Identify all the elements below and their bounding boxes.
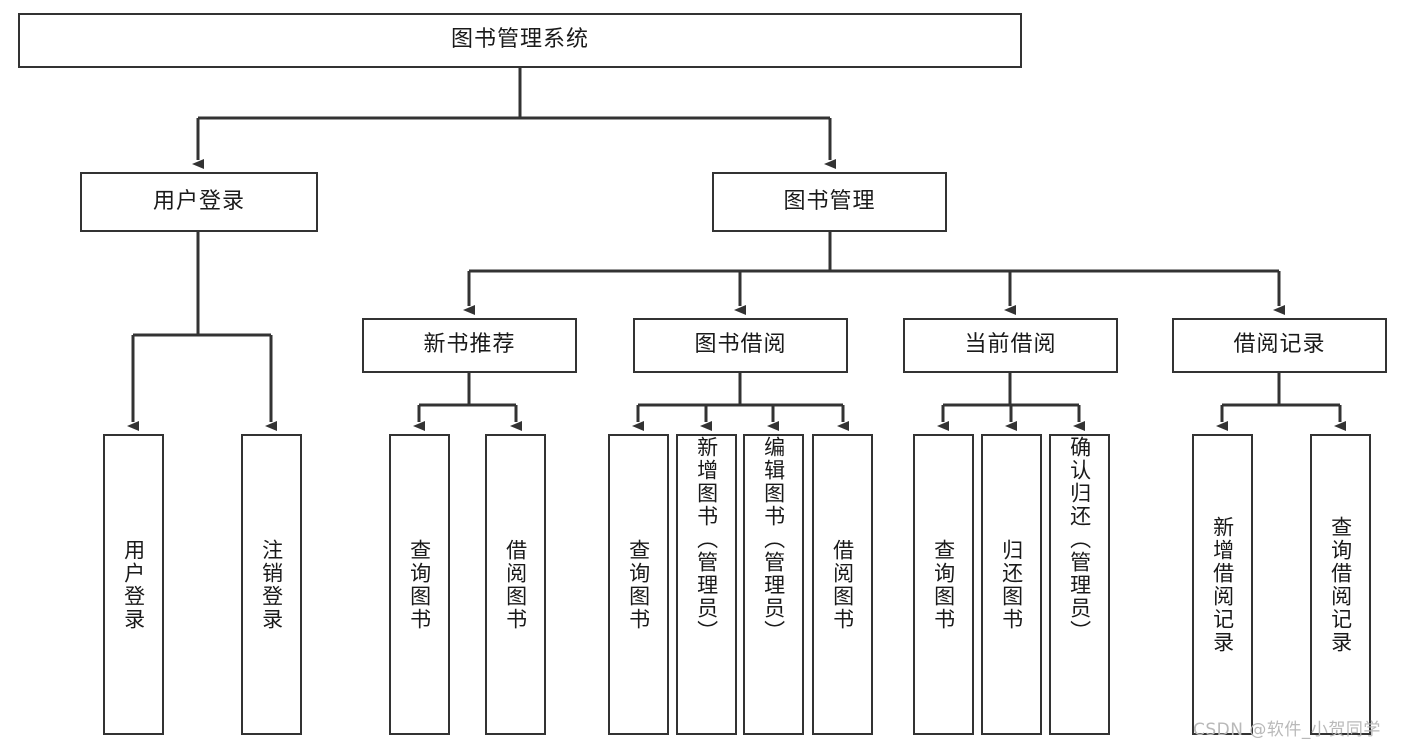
node-leaf-add-borrow-record-label: 新增借阅记录 [1210,515,1235,654]
node-current-borrow[interactable]: 当前借阅 [903,318,1118,373]
node-leaf-edit-book-admin-label: 编辑图书（管理员） [761,436,786,643]
node-leaf-add-borrow-record[interactable]: 新增借阅记录 [1192,434,1253,735]
node-leaf-user-login-label: 用户登录 [121,538,146,631]
node-leaf-query-book-current-label: 查询图书 [931,538,956,631]
node-leaf-user-login[interactable]: 用户登录 [103,434,164,735]
node-leaf-query-book-current[interactable]: 查询图书 [913,434,974,735]
node-book-borrow-label: 图书借阅 [694,332,787,358]
node-leaf-borrow-book[interactable]: 借阅图书 [812,434,873,735]
node-user-login[interactable]: 用户登录 [80,172,318,232]
node-user-login-label: 用户登录 [152,188,245,214]
node-leaf-query-borrow-record[interactable]: 查询借阅记录 [1310,434,1371,735]
node-root[interactable]: 图书管理系统 [18,13,1022,68]
node-leaf-logout[interactable]: 注销登录 [241,434,302,735]
node-new-book-recommend-label: 新书推荐 [423,332,516,358]
node-leaf-borrow-book-recommend-label: 借阅图书 [503,538,528,631]
node-leaf-add-book-admin[interactable]: 新增图书（管理员） [676,434,737,735]
node-leaf-return-book[interactable]: 归还图书 [981,434,1042,735]
node-leaf-borrow-book-recommend[interactable]: 借阅图书 [485,434,546,735]
node-book-management-label: 图书管理 [783,188,876,214]
node-leaf-query-borrow-record-label: 查询借阅记录 [1328,515,1353,654]
node-leaf-logout-label: 注销登录 [259,538,284,631]
csdn-watermark: CSDN @软件_小贺同学 [1193,720,1381,740]
node-leaf-confirm-return-admin[interactable]: 确认归还（管理员） [1049,434,1110,735]
node-leaf-query-book-recommend[interactable]: 查询图书 [389,434,450,735]
node-leaf-return-book-label: 归还图书 [999,538,1024,631]
node-leaf-query-book-borrow-label: 查询图书 [626,538,651,631]
node-borrow-record-label: 借阅记录 [1233,332,1326,358]
node-book-borrow[interactable]: 图书借阅 [633,318,848,373]
node-leaf-query-book-borrow[interactable]: 查询图书 [608,434,669,735]
node-leaf-borrow-book-label: 借阅图书 [830,538,855,631]
node-book-management[interactable]: 图书管理 [712,172,947,232]
node-leaf-edit-book-admin[interactable]: 编辑图书（管理员） [743,434,804,735]
node-borrow-record[interactable]: 借阅记录 [1172,318,1387,373]
node-leaf-add-book-admin-label: 新增图书（管理员） [694,436,719,643]
node-new-book-recommend[interactable]: 新书推荐 [362,318,577,373]
node-root-label: 图书管理系统 [450,27,589,53]
node-current-borrow-label: 当前借阅 [964,332,1057,358]
node-leaf-query-book-recommend-label: 查询图书 [407,538,432,631]
node-leaf-confirm-return-admin-label: 确认归还（管理员） [1067,436,1092,643]
